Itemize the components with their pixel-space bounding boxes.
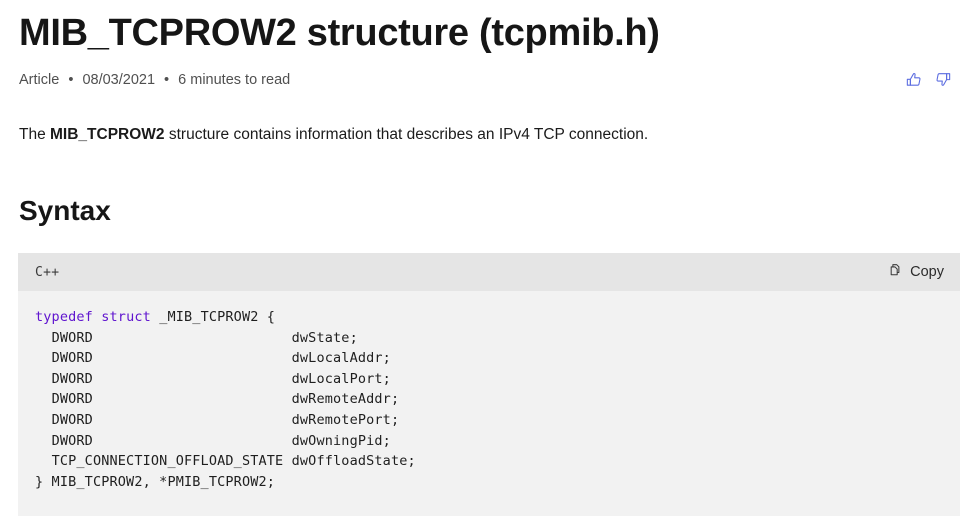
copy-button-label: Copy (910, 264, 944, 280)
copy-button[interactable]: Copy (885, 261, 947, 284)
page-title: MIB_TCPROW2 structure (tcpmib.h) (19, 12, 660, 54)
field-name-6: dwOffloadState; (291, 453, 416, 470)
content-type-label: Article (19, 72, 60, 88)
code-block-header: C++ Copy (18, 253, 960, 291)
field-name-5: dwOwningPid; (291, 432, 391, 449)
keyword-struct: struct (101, 309, 151, 325)
code-block-syntax: C++ Copy typedef struct _MIB_TCPROW2 { D… (18, 253, 960, 517)
intro-structure-name: MIB_TCPROW2 (50, 126, 165, 143)
keyword-typedef: typedef (35, 309, 93, 325)
field-name-1: dwLocalAddr; (291, 350, 391, 367)
intro-paragraph: The MIB_TCPROW2 structure contains infor… (19, 92, 960, 147)
field-type-3: DWORD (51, 391, 93, 408)
field-name-2: dwLocalPort; (291, 370, 391, 387)
article-meta-row: Article • 08/03/2021 • 6 minutes to read (19, 68, 960, 92)
intro-text-after: structure contains information that desc… (164, 126, 649, 143)
field-type-2: DWORD (51, 370, 93, 387)
copy-icon (888, 263, 903, 282)
struct-closing: } MIB_TCPROW2, *PMIB_TCPROW2; (35, 473, 276, 490)
feedback-controls (904, 70, 960, 90)
struct-tag: _MIB_TCPROW2 { (159, 309, 276, 325)
code-language-label: C++ (35, 264, 60, 280)
field-type-1: DWORD (51, 350, 93, 367)
field-type-4: DWORD (51, 411, 93, 428)
publish-date: 08/03/2021 (82, 72, 156, 88)
article-metadata: Article • 08/03/2021 • 6 minutes to read (19, 70, 290, 90)
code-content: typedef struct _MIB_TCPROW2 { DWORD dwSt… (35, 307, 943, 492)
thumbs-down-icon[interactable] (933, 70, 953, 90)
code-block-body[interactable]: typedef struct _MIB_TCPROW2 { DWORD dwSt… (18, 291, 960, 517)
field-type-5: DWORD (51, 432, 93, 449)
field-name-3: dwRemoteAddr; (291, 391, 400, 408)
section-heading-syntax: Syntax (19, 195, 111, 226)
meta-separator-2: • (164, 72, 170, 88)
meta-separator-1: • (68, 72, 74, 88)
intro-text-before: The (19, 126, 51, 143)
read-time: 6 minutes to read (178, 72, 291, 88)
field-name-0: dwState; (291, 329, 358, 346)
thumbs-up-icon[interactable] (904, 70, 924, 90)
field-type-0: DWORD (51, 329, 93, 346)
field-type-6: TCP_CONNECTION_OFFLOAD_STATE (51, 453, 284, 470)
field-name-4: dwRemotePort; (291, 411, 400, 428)
